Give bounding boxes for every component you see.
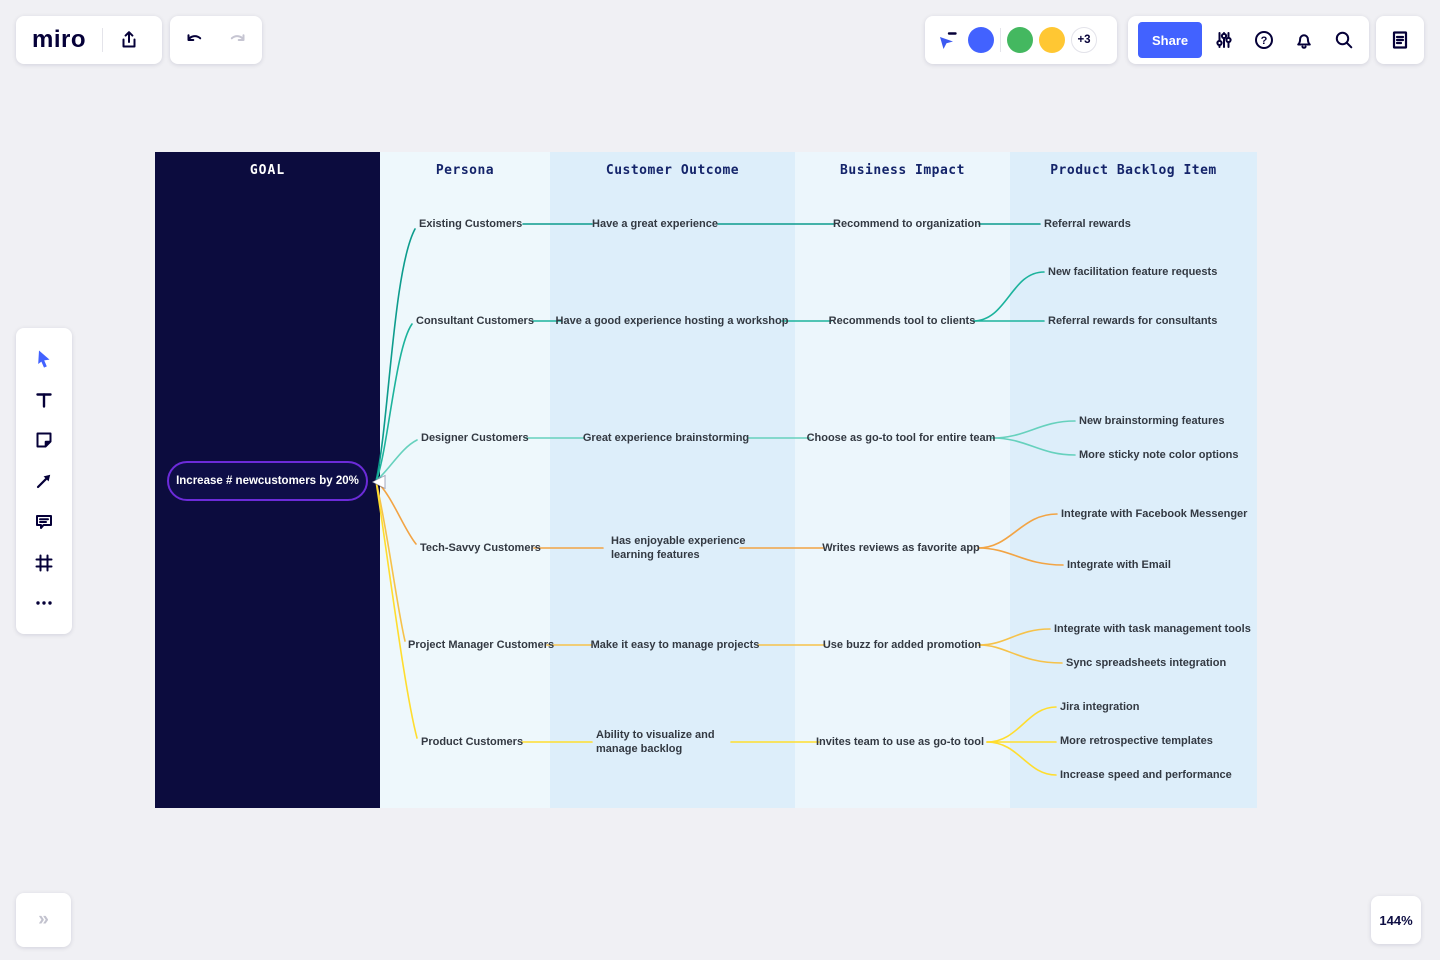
zoom-level-badge[interactable]: 144% — [1371, 896, 1421, 944]
persona-column: Persona — [380, 152, 550, 808]
export-icon[interactable] — [111, 22, 147, 58]
notes-panel-card — [1376, 16, 1424, 64]
double-chevron-icon: » — [38, 909, 49, 930]
zoom-level: 144% — [1379, 912, 1413, 928]
persona-node[interactable]: Designer Customers — [421, 432, 529, 444]
business-impact-column-header[interactable]: Business Impact — [840, 163, 965, 178]
backlog-node[interactable]: More retrospective templates — [1060, 735, 1213, 747]
share-button[interactable]: Share — [1138, 22, 1203, 58]
backlog-node[interactable]: Referral rewards — [1044, 218, 1131, 230]
impact-node[interactable]: Choose as go-to tool for entire team — [806, 432, 996, 444]
comment-icon[interactable] — [26, 504, 62, 540]
impact-node[interactable]: Use buzz for added promotion — [822, 639, 982, 651]
connector-line[interactable] — [972, 271, 1045, 322]
impact-node[interactable]: Writes reviews as favorite app — [822, 542, 980, 554]
text-icon[interactable] — [26, 382, 62, 418]
connector-line[interactable] — [375, 480, 418, 739]
customer-outcome-column: Customer Outcome — [550, 152, 795, 808]
connector-line[interactable] — [375, 480, 406, 642]
connector-line[interactable] — [977, 547, 1064, 566]
goal-column-header[interactable]: GOAL — [249, 163, 286, 178]
persona-node[interactable]: Consultant Customers — [416, 315, 534, 327]
svg-text:?: ? — [1261, 35, 1268, 47]
impact-node[interactable]: Recommend to organization — [833, 218, 981, 230]
connector-line[interactable] — [986, 706, 1057, 743]
arrow-icon[interactable] — [26, 463, 62, 499]
outcome-node[interactable]: Make it easy to manage projects — [590, 639, 760, 651]
backlog-node[interactable]: Referral rewards for consultants — [1048, 315, 1218, 327]
persona-column-header[interactable]: Persona — [435, 163, 495, 178]
backlog-node[interactable]: Integrate with task management tools — [1054, 623, 1251, 635]
frame-icon[interactable] — [26, 545, 62, 581]
outcome-node[interactable]: Have a good experience hosting a worksho… — [555, 315, 789, 327]
outcome-node[interactable]: Great experience brainstorming — [582, 432, 750, 444]
connector-line[interactable] — [991, 420, 1076, 439]
avatar[interactable] — [1007, 27, 1033, 53]
avatar[interactable] — [968, 27, 994, 53]
persona-node[interactable]: Tech-Savvy Customers — [420, 542, 541, 554]
persona-node[interactable]: Project Manager Customers — [408, 639, 555, 651]
history-card — [170, 16, 262, 64]
impact-map-frame: GOAL Persona Customer Outcome Business I… — [155, 152, 1257, 808]
collaborators-card: +3 — [925, 16, 1117, 64]
backlog-node[interactable]: New facilitation feature requests — [1048, 266, 1218, 278]
divider — [102, 28, 104, 52]
outcome-node[interactable]: Has enjoyable experience learning featur… — [611, 535, 746, 561]
undo-icon[interactable] — [177, 22, 213, 58]
more-dots-icon[interactable] — [26, 585, 62, 621]
connectors-layer — [375, 223, 1076, 776]
connector-line[interactable] — [375, 228, 416, 482]
collapse-toolbar-button[interactable]: » — [16, 893, 71, 947]
product-backlog-column: Product Backlog Item — [1010, 152, 1257, 808]
actions-card: Share ? — [1128, 16, 1369, 64]
connector-line[interactable] — [991, 437, 1076, 456]
backlog-node[interactable]: Integrate with Facebook Messenger — [1061, 508, 1248, 520]
app-header-card: miro — [16, 16, 162, 64]
more-collaborators-badge[interactable]: +3 — [1071, 27, 1097, 53]
outcome-node[interactable]: Ability to visualize and manage backlog — [596, 729, 715, 755]
creation-toolbar — [16, 328, 72, 634]
product-backlog-column-header[interactable]: Product Backlog Item — [1050, 163, 1217, 178]
search-icon[interactable] — [1326, 22, 1362, 58]
connector-line[interactable] — [986, 741, 1057, 776]
outcome-node[interactable]: Have a great experience — [592, 218, 718, 230]
notes-icon[interactable] — [1382, 22, 1418, 58]
connector-line[interactable] — [977, 513, 1058, 549]
backlog-node[interactable]: Jira integration — [1060, 701, 1140, 713]
impact-node[interactable]: Recommends tool to clients — [828, 315, 976, 327]
divider — [1000, 28, 1001, 52]
connector-line[interactable] — [978, 628, 1051, 646]
miro-logo[interactable]: miro — [32, 26, 87, 53]
persona-node[interactable]: Product Customers — [421, 736, 524, 748]
backlog-node[interactable]: Sync spreadsheets integration — [1066, 657, 1227, 669]
select-cursor-icon[interactable] — [26, 341, 62, 377]
business-impact-column: Business Impact — [795, 152, 1010, 808]
persona-node[interactable]: Existing Customers — [419, 218, 523, 230]
backlog-node[interactable]: Increase speed and performance — [1060, 769, 1232, 781]
connector-line[interactable] — [375, 323, 413, 482]
backlog-node[interactable]: More sticky note color options — [1079, 449, 1239, 461]
redo-icon[interactable] — [219, 22, 255, 58]
follow-pointer-icon[interactable] — [934, 22, 962, 58]
customer-outcome-column-header[interactable]: Customer Outcome — [605, 163, 740, 178]
notifications-bell-icon[interactable] — [1286, 22, 1322, 58]
connector-line[interactable] — [978, 644, 1063, 664]
goal-node[interactable]: Increase # newcustomers by 20% — [167, 461, 368, 501]
sticky-note-icon[interactable] — [26, 422, 62, 458]
impact-node[interactable]: Invites team to use as go-to tool — [815, 736, 985, 748]
settings-sliders-icon[interactable] — [1206, 22, 1242, 58]
avatar[interactable] — [1039, 27, 1065, 53]
backlog-node[interactable]: Integrate with Email — [1067, 559, 1171, 571]
help-icon[interactable]: ? — [1246, 22, 1282, 58]
backlog-node[interactable]: New brainstorming features — [1079, 415, 1225, 427]
